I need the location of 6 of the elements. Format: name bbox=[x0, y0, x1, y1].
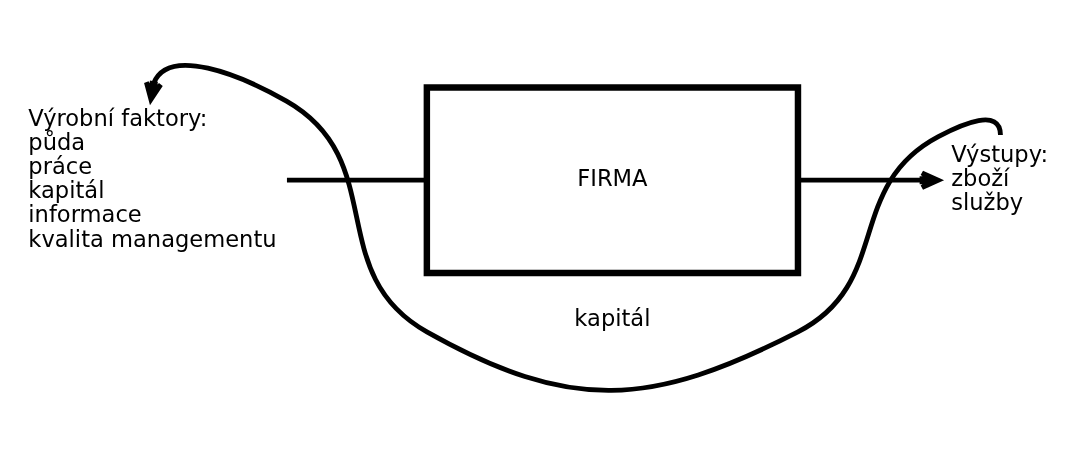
node-box: FIRMA bbox=[423, 84, 802, 277]
connector bbox=[286, 177, 427, 183]
arrow bbox=[798, 170, 941, 190]
edge-label: kapitál bbox=[574, 304, 651, 331]
node-text: Výstupy: zboží služby bbox=[951, 140, 1049, 216]
node-text: Výrobní faktory: půda práce kapitál informace kvalita managementu bbox=[28, 104, 277, 252]
